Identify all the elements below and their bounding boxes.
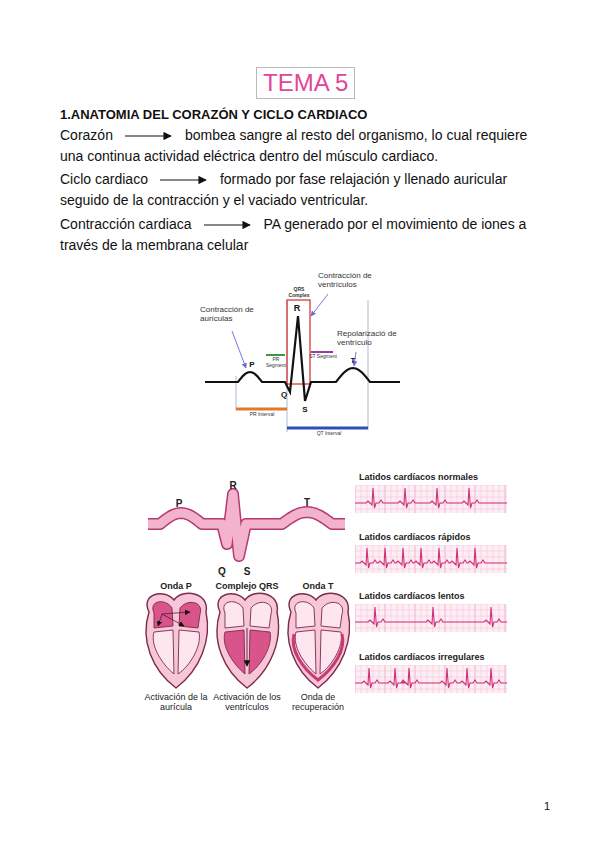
figure-label: S — [300, 405, 310, 414]
page-title: TEMA 5 — [256, 67, 355, 99]
figure-label: S — [241, 566, 253, 578]
term: Contracción cardiaca — [60, 216, 192, 232]
rhythm-strip — [355, 545, 507, 573]
rhythm-panel: Latidos cardíacos normales — [355, 472, 507, 513]
figure-label: Contracción de aurículas — [200, 305, 262, 323]
rhythm-strip — [355, 485, 507, 513]
heart-drawing — [146, 593, 208, 688]
ecg-ribbon — [148, 494, 345, 556]
figure-label: P — [172, 498, 186, 510]
arrow-symbol — [156, 174, 212, 186]
figure-label: QT Interval — [307, 431, 351, 437]
figure-label: Activación de los ventrículos — [212, 692, 282, 713]
figure-label: Onda de recuperación — [282, 692, 354, 713]
ecg-figure — [205, 294, 400, 432]
figure-label: Repolarizació de ventrículo — [337, 329, 403, 347]
heart-drawing — [217, 593, 279, 688]
figure-label: ST Segment — [309, 354, 337, 360]
figure-label: Contracción de ventrículos — [318, 271, 384, 289]
figure-label: Q — [216, 566, 228, 578]
panel-title: Latidos cardíacos irregulares — [359, 652, 507, 662]
figure-label: T — [348, 356, 358, 365]
paragraph: Corazónbombea sangre al resto del organi… — [60, 125, 548, 167]
section-heading: 1.ANATOMIA DEL CORAZÓN Y CICLO CARDIACO — [60, 108, 560, 123]
arrow-symbol — [121, 130, 177, 142]
term: Corazón — [60, 127, 113, 143]
figure-label: Onda T — [288, 581, 348, 591]
paragraph: Ciclo cardiacoformado por fase relajació… — [60, 169, 548, 211]
figure-label: P — [247, 360, 257, 369]
figure-label: R — [291, 303, 303, 313]
figure-label: Onda P — [146, 581, 206, 591]
heart-drawing — [288, 593, 350, 688]
paragraph: Contracción cardiacaPA generado por el m… — [60, 214, 548, 256]
rhythm-strip — [355, 604, 507, 632]
rhythm-panel: Latidos cardíacos lentos — [355, 591, 507, 632]
rhythm-strip — [355, 665, 507, 693]
figure-label: QRS Complex — [284, 287, 314, 299]
term: Ciclo cardiaco — [60, 171, 148, 187]
arrow-symbol — [200, 219, 256, 231]
figure-label: Activación de la aurícula — [138, 692, 214, 713]
panel-title: Latidos cardíacos lentos — [359, 591, 507, 601]
panel-title: Latidos cardíacos normales — [359, 472, 507, 482]
figure-label: PR Segment — [263, 357, 289, 369]
rhythm-panel: Latidos cardíacos rápidos — [355, 532, 507, 573]
figure-label: Q — [279, 390, 289, 399]
definition: bombea sangre al resto del organismo, lo… — [60, 127, 527, 164]
figure-label: Complejo QRS — [212, 581, 282, 591]
rhythm-panel: Latidos cardíacos irregulares — [355, 652, 507, 693]
figure-label: PR Interval — [240, 412, 284, 418]
figure-label: T — [300, 497, 314, 509]
figure-label: R — [226, 480, 240, 492]
page-number: 1 — [530, 800, 550, 813]
panel-title: Latidos cardíacos rápidos — [359, 532, 507, 542]
